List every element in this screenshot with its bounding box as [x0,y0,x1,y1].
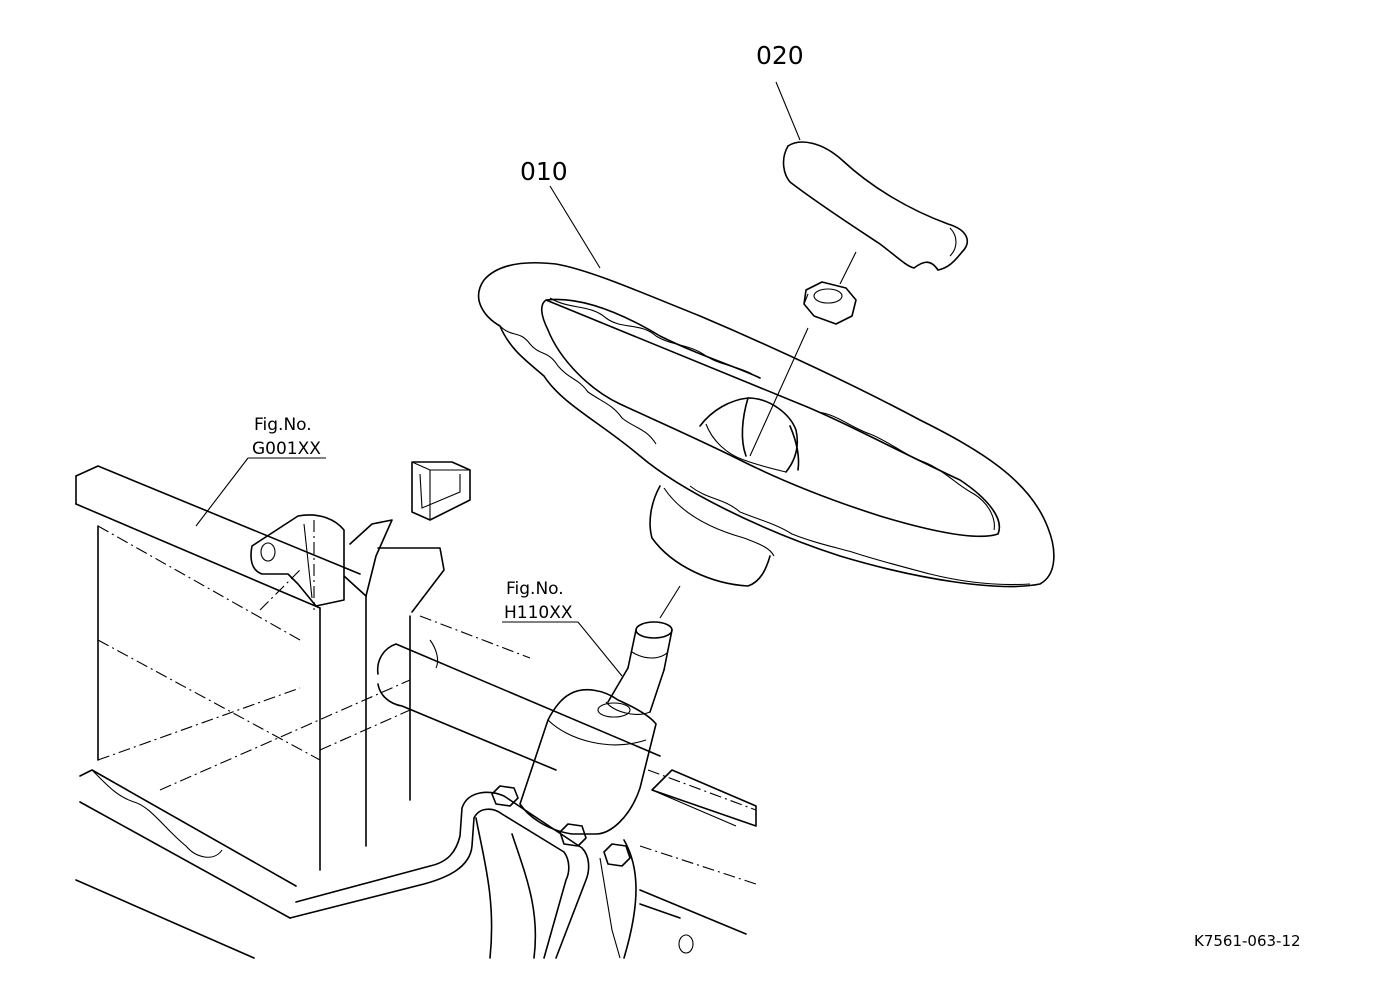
figref-frame-line1: Fig.No. [254,415,312,435]
bolt-nut-3 [603,843,631,867]
leader-line-shaft [659,585,681,619]
steering-wheel-part [477,261,1055,588]
nut-part [803,281,857,325]
drawing-code: K7561-063-12 [1194,932,1301,950]
callout-020: 020 [756,41,804,70]
callout-010: 010 [520,157,568,186]
leader-line-020 [775,81,801,141]
leader-line-h110xx [502,621,623,677]
steering-cap-part [782,141,969,271]
steering-column-part [519,621,673,835]
bolt-nut-1 [491,785,519,807]
frame-part [75,461,757,959]
leader-line-g001xx [195,457,326,527]
bolt-nut-2 [559,823,587,847]
figref-column-line2: H110XX [504,603,573,623]
leader-line-hub [749,327,809,457]
figref-column-line1: Fig.No. [506,579,564,599]
leader-line-nut [839,251,857,285]
figref-frame-line2: G001XX [252,439,321,459]
leader-line-010 [549,185,601,269]
